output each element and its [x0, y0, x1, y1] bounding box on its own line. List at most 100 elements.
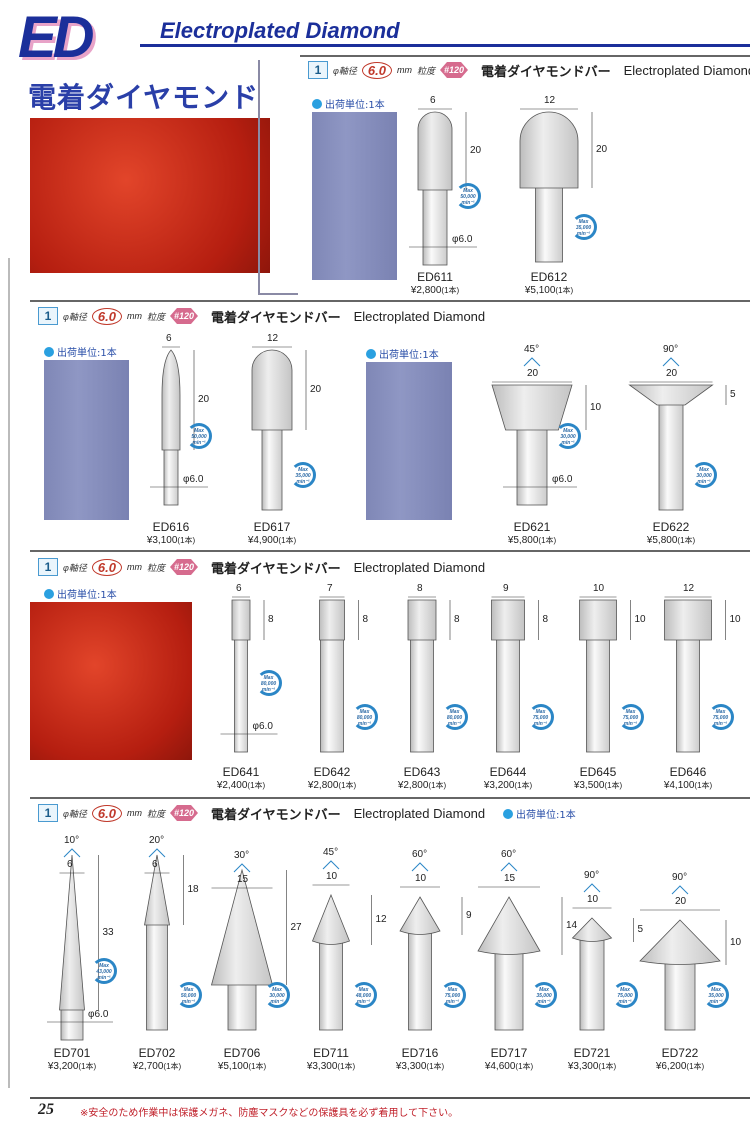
- ed701-price: ¥3,200(1本): [33, 1061, 111, 1073]
- ed716-code: ED716: [401, 1046, 439, 1060]
- ed706-head: [210, 868, 274, 986]
- ed622-angle-icon: [662, 357, 680, 367]
- ed645-height-dim: 10: [634, 614, 646, 625]
- ed702-code: ED702: [138, 1046, 176, 1060]
- ed641-height-dim: 8: [268, 614, 274, 625]
- page-title: 電着ダイヤモンド: [28, 81, 260, 114]
- rpm-unit: min⁻¹: [357, 721, 372, 727]
- section-title-jp: 電着ダイヤモンドバー: [211, 310, 341, 326]
- ed711-head: [311, 893, 351, 945]
- rpm-value: 50,000: [180, 993, 197, 999]
- rpm-max: Max: [272, 987, 282, 993]
- price-value: ¥3,300: [567, 1061, 599, 1072]
- ed646-width-dim: 12: [683, 583, 695, 594]
- rpm-value: 50,000: [191, 434, 207, 440]
- ed716-price: ¥3,300(1本): [381, 1061, 459, 1073]
- rpm-unit: min⁻¹: [447, 721, 462, 727]
- rpm-unit: min⁻¹: [461, 200, 475, 206]
- ed646-height-dim: 10: [729, 614, 741, 625]
- shaft-diameter: 6.0: [91, 558, 122, 576]
- brand-subtitle: Electroplated Diamond: [160, 18, 400, 43]
- price-value: ¥5,800: [646, 535, 678, 546]
- grit-label: 粒度: [146, 808, 165, 819]
- ed701-width-dim: 6: [67, 859, 73, 870]
- ed711-angle-dim: 45°: [323, 847, 339, 858]
- section-header: 1 φ軸径 6.0 mm 粒度 #120 電着ダイヤモンドバー Electrop…: [38, 803, 485, 823]
- ed616-height-dim: 20: [198, 394, 210, 405]
- divider: [8, 258, 10, 1088]
- ed611-shank: [422, 187, 448, 266]
- rpm-max: Max: [183, 987, 194, 993]
- rpm-max: Max: [194, 428, 204, 434]
- rpm-value: 75,000: [712, 715, 729, 721]
- ed622-price: ¥5,800(1本): [632, 535, 710, 547]
- price-unit: (1本): [677, 536, 696, 545]
- ed721-head: [571, 917, 613, 942]
- rpm-value: 35,000: [575, 225, 592, 231]
- section-title-jp: 電着ダイヤモンドバー: [211, 807, 341, 823]
- shaft-diameter: 6.0: [91, 307, 122, 325]
- price-unit: (1本): [598, 1062, 617, 1071]
- ship-unit: 出荷単位:1本: [503, 806, 576, 821]
- shaft-label: φ軸径: [333, 65, 357, 76]
- ship-unit-text: 出荷単位:1本: [57, 348, 117, 359]
- grit-badge: #120: [439, 62, 468, 78]
- ed621-code: ED621: [513, 520, 551, 534]
- rpm-max: Max: [578, 219, 589, 225]
- ed646-code: ED646: [669, 765, 707, 779]
- safety-note: ※安全のため作業中は保護メガネ、防塵マスクなどの保護具を必ず着用して下さい。: [80, 1108, 459, 1119]
- ed641-code: ED641: [222, 765, 260, 779]
- price-value: ¥3,100: [146, 535, 178, 546]
- price-unit: (1本): [428, 781, 447, 790]
- rpm-value: 35,000: [708, 993, 724, 999]
- ed711-price: ¥3,300(1本): [292, 1061, 370, 1073]
- product-photo-assortment: [30, 118, 270, 273]
- ed611-width-dim: 6: [430, 95, 436, 106]
- unit-mm: mm: [126, 311, 142, 321]
- price-value: ¥2,800: [410, 285, 442, 296]
- dot-icon: [503, 808, 513, 819]
- ed721-code: ED721: [573, 1046, 611, 1060]
- ed644-shank: [496, 637, 520, 753]
- price-unit: (1本): [337, 1062, 356, 1071]
- divider: [30, 550, 750, 552]
- ship-unit: 出荷単位:1本: [312, 96, 385, 111]
- ed643-price: ¥2,800(1本): [383, 780, 461, 792]
- grit-badge: #120: [169, 805, 198, 821]
- ed722-price: ¥6,200(1本): [641, 1061, 719, 1073]
- price-unit: (1本): [514, 781, 533, 790]
- rpm-max: Max: [711, 987, 721, 993]
- ed717-head: [477, 896, 541, 955]
- price-unit: (1本): [248, 1062, 267, 1071]
- dot-icon: [44, 346, 54, 357]
- rpm-max: Max: [263, 675, 274, 681]
- rpm-unit: min⁻¹: [97, 975, 111, 981]
- ed622-shank: [658, 402, 684, 511]
- rpm-max: Max: [358, 987, 369, 993]
- price-unit: (1本): [555, 286, 574, 295]
- shaft-diameter: 6.0: [361, 61, 392, 79]
- price-value: ¥3,200: [47, 1061, 79, 1072]
- ed643-head: [407, 599, 437, 641]
- ed642-width-dim: 7: [327, 583, 333, 594]
- ed621-shank: [516, 427, 548, 506]
- ed621-price: ¥5,800(1本): [493, 535, 571, 547]
- ed717-angle-dim: 60°: [501, 849, 517, 860]
- rpm-unit: min⁻¹: [618, 999, 632, 1005]
- ed617-width-dim: 12: [267, 333, 279, 344]
- rpm-max: Max: [463, 188, 473, 194]
- rpm-value: 30,000: [560, 434, 576, 440]
- shaft-label: φ軸径: [63, 311, 87, 322]
- ed716-angle-icon: [411, 862, 429, 872]
- price-value: ¥2,400: [216, 780, 248, 791]
